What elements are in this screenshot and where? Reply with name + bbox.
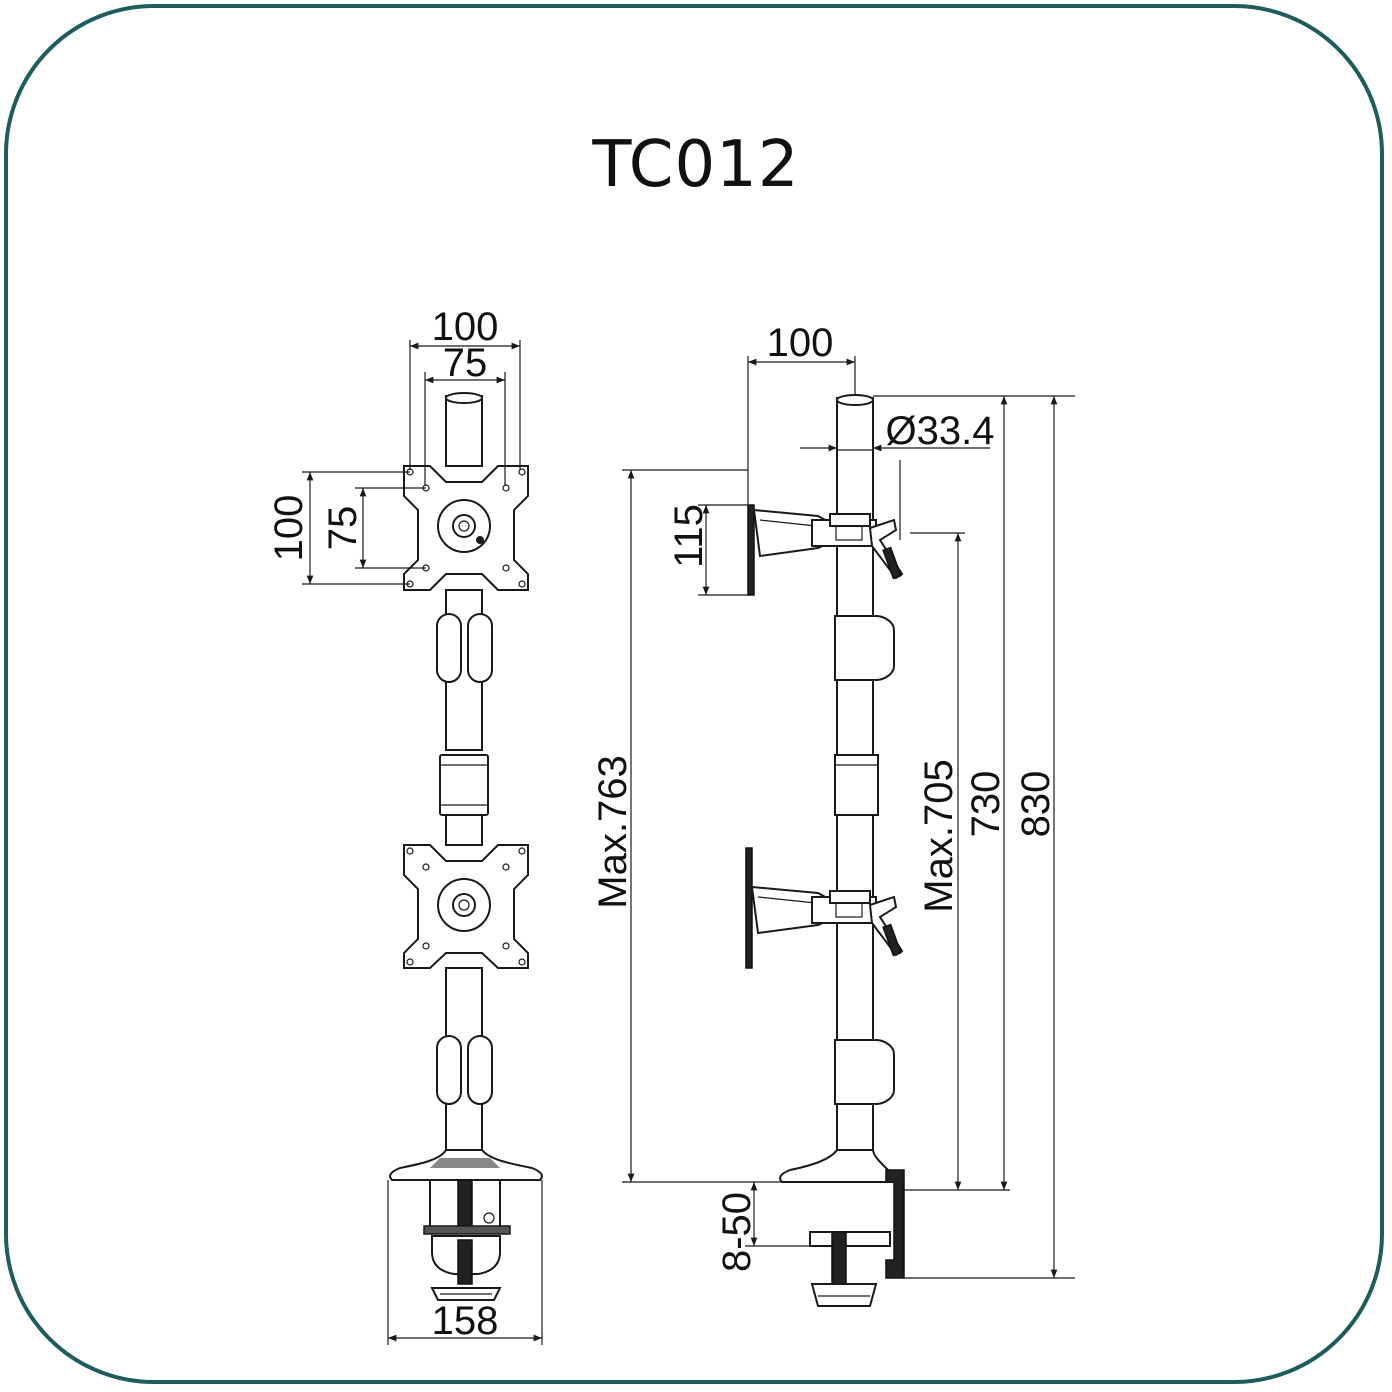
dim-front-plate-height-outer: 100 <box>267 495 311 562</box>
rounded-frame <box>4 4 1384 1384</box>
dim-front-base-width: 158 <box>432 1299 499 1343</box>
front-vesa-plate-upper <box>403 465 529 591</box>
dim-side-clamp-range: 8-50 <box>715 1192 759 1272</box>
front-knobs-upper <box>436 613 493 816</box>
side-base-clamp <box>779 1149 905 1307</box>
side-dimensions <box>622 356 1075 1279</box>
dim-front-plate-width-outer: 100 <box>432 305 499 349</box>
front-view: 100 75 100 75 158 <box>267 305 543 1345</box>
dim-side-max-upper: Max.763 <box>591 755 635 908</box>
front-dimensions <box>302 340 543 1345</box>
side-knob-upper <box>834 615 895 816</box>
dim-side-pole-height: 730 <box>964 771 1008 838</box>
side-arm-lower <box>745 847 904 969</box>
dim-front-plate-height-inner: 75 <box>321 506 365 551</box>
front-knobs-lower <box>436 1035 493 1105</box>
product-title: TC012 <box>592 128 800 202</box>
front-vesa-plate-lower <box>403 844 529 969</box>
side-knob-lower <box>834 1039 895 1105</box>
dim-side-total-height: 830 <box>1014 771 1058 838</box>
front-base-clamp <box>389 1149 543 1301</box>
dim-side-arm-reach: 100 <box>767 321 834 365</box>
dim-side-max-lower: Max.705 <box>917 759 961 912</box>
side-view: 100 Ø33.4 115 Max.763 Max.705 730 830 8-… <box>591 321 1075 1307</box>
dim-side-pole-diameter: Ø33.4 <box>886 409 995 453</box>
side-arm-upper <box>747 504 904 596</box>
dim-front-plate-width-inner: 75 <box>443 341 488 385</box>
dim-side-plate-height: 115 <box>667 504 711 568</box>
